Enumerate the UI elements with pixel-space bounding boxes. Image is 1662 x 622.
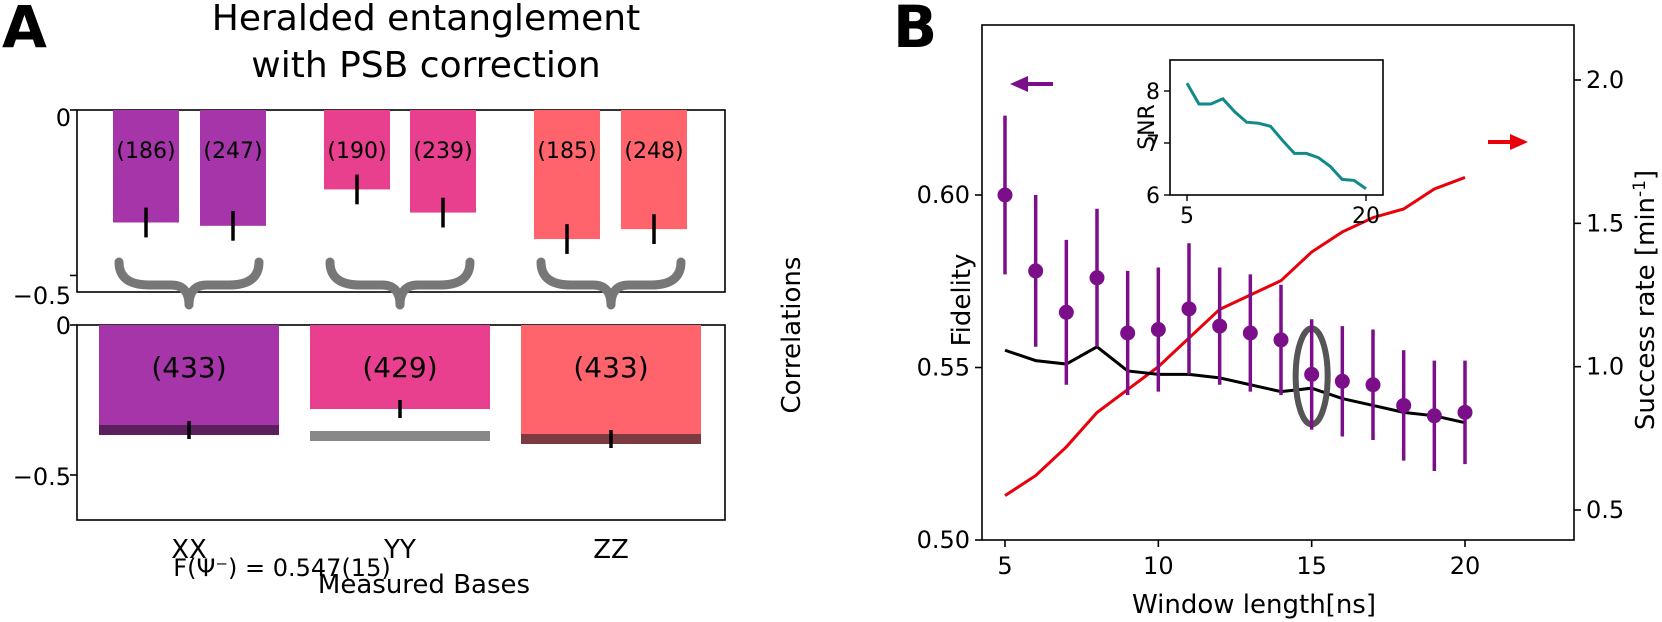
a-bottom-bar-1 xyxy=(310,325,490,409)
b-xtick-label-0: 5 xyxy=(997,552,1012,580)
b-fidelity-point-11 xyxy=(1334,373,1350,389)
panel-b-letter: B xyxy=(893,0,937,61)
b-fidelity-point-14 xyxy=(1426,408,1442,424)
b-fidelity-point-0 xyxy=(997,187,1013,203)
b-fidelity-point-6 xyxy=(1181,301,1197,317)
b-left-ytick-label-0: 0.50 xyxy=(917,526,970,554)
b-fidelity-point-12 xyxy=(1365,377,1381,393)
b-right-ytick-label-0: 0.5 xyxy=(1586,496,1624,524)
a-top-bar-5 xyxy=(621,110,687,230)
panel-a-letter: A xyxy=(2,0,47,61)
panel-a-bottom-axes: (433) XX (429) YY (433) ZZ xyxy=(70,324,726,565)
b-right-ytick-label-3: 2.0 xyxy=(1586,66,1624,94)
b-right-axis-arrow-head xyxy=(1510,134,1528,150)
a-top-count-label-0: (186) xyxy=(116,139,175,164)
inset-xtick-label-0: 5 xyxy=(1180,204,1194,229)
b-fidelity-point-7 xyxy=(1212,318,1228,334)
b-xtick-label-3: 20 xyxy=(1450,552,1481,580)
b-fidelity-point-15 xyxy=(1457,404,1473,420)
inset-snr-line xyxy=(1185,82,1367,190)
b-fidelity-point-5 xyxy=(1150,322,1166,338)
inset-ytick-label-1: 7 xyxy=(1146,132,1160,157)
a-top-bar-4 xyxy=(534,110,600,240)
a-xtick-label-0: XX xyxy=(171,535,207,565)
a-curly-brace-1 xyxy=(325,257,475,310)
a-top-ytick-neg05: −0.5 xyxy=(13,282,71,310)
b-left-ytick-label-2: 0.60 xyxy=(917,181,970,209)
b-success-rate-line xyxy=(1004,176,1466,497)
a-curly-brace-2 xyxy=(536,257,686,310)
a-bottom-count-label-2: (433) xyxy=(573,351,648,384)
b-right-ytick-label-1: 1.0 xyxy=(1586,353,1624,381)
b-ylabel-right: Success rate [min-1] xyxy=(1630,170,1661,430)
b-fidelity-point-3 xyxy=(1089,270,1105,286)
panel-b-inset-axes: 5 20 6 7 8 xyxy=(1146,59,1384,229)
a-bottom-count-label-0: (433) xyxy=(151,351,226,384)
a-fidelity-annotation: F(Ψ⁻) = 0.547(15) xyxy=(173,554,390,582)
a-bottom-count-label-1: (429) xyxy=(362,351,437,384)
b-fidelity-baseline-line xyxy=(1004,345,1466,425)
a-top-bar-3 xyxy=(410,110,476,213)
inset-frame xyxy=(1169,59,1384,196)
b-fidelity-point-13 xyxy=(1396,397,1412,413)
inset-ytick-label-0: 6 xyxy=(1146,184,1160,209)
a-top-bar-1 xyxy=(200,110,266,226)
b-xtick-label-1: 10 xyxy=(1143,552,1174,580)
a-bottom-reference-level-1 xyxy=(310,431,490,441)
b-fidelity-point-9 xyxy=(1273,332,1289,348)
panel-a-top-axes: (186) (247) (190) (239) (185) (248) xyxy=(70,109,726,310)
b-right-ytick-label-2: 1.5 xyxy=(1586,209,1624,237)
a-bottom-bar-0 xyxy=(99,325,279,430)
a-top-count-label-3: (239) xyxy=(413,139,472,164)
b-left-axis-arrow-head xyxy=(1010,76,1028,92)
a-bottom-ytick-neg05: −0.5 xyxy=(13,463,71,491)
a-bottom-ytick-0: 0 xyxy=(56,312,71,340)
b-left-ytick-label-1: 0.55 xyxy=(917,354,970,382)
a-top-count-label-5: (248) xyxy=(624,139,683,164)
b-xtick-label-2: 15 xyxy=(1296,552,1327,580)
b-fidelity-point-1 xyxy=(1028,263,1044,279)
b-fidelity-point-8 xyxy=(1242,325,1258,341)
a-top-count-label-2: (190) xyxy=(327,139,386,164)
a-top-ytick-0: 0 xyxy=(56,104,71,132)
inset-ytick-label-2: 8 xyxy=(1146,80,1160,105)
a-top-count-label-4: (185) xyxy=(537,139,596,164)
b-xlabel: Window length[ns] xyxy=(1132,590,1376,620)
b-fidelity-point-2 xyxy=(1058,304,1074,320)
a-top-count-label-1: (247) xyxy=(203,139,262,164)
a-bottom-bar-2 xyxy=(521,325,701,439)
a-top-bar-0 xyxy=(113,110,179,223)
b-frame xyxy=(981,24,1575,541)
panel-b-axes: 5 10 15 20 0.50 0.55 0.60 0.5 1.0 1.5 2.0 xyxy=(917,24,1624,580)
inset-xtick-label-1: 20 xyxy=(1352,204,1380,229)
a-xlabel: Measured Bases xyxy=(318,570,530,600)
a-xtick-label-1: YY xyxy=(383,535,416,565)
panel-a-title-line1: Heralded entanglement xyxy=(212,0,640,39)
panel-a-title-line2: with PSB correction xyxy=(251,45,600,86)
inset-ylabel: SNR xyxy=(1135,104,1160,150)
b-ylabel-left: Fidelity xyxy=(947,254,977,347)
b-fidelity-point-10 xyxy=(1304,366,1320,382)
a-ylabel: Correlations xyxy=(777,257,807,414)
a-curly-brace-0 xyxy=(114,257,264,310)
b-fidelity-point-4 xyxy=(1120,325,1136,341)
a-xtick-label-2: ZZ xyxy=(593,535,629,565)
